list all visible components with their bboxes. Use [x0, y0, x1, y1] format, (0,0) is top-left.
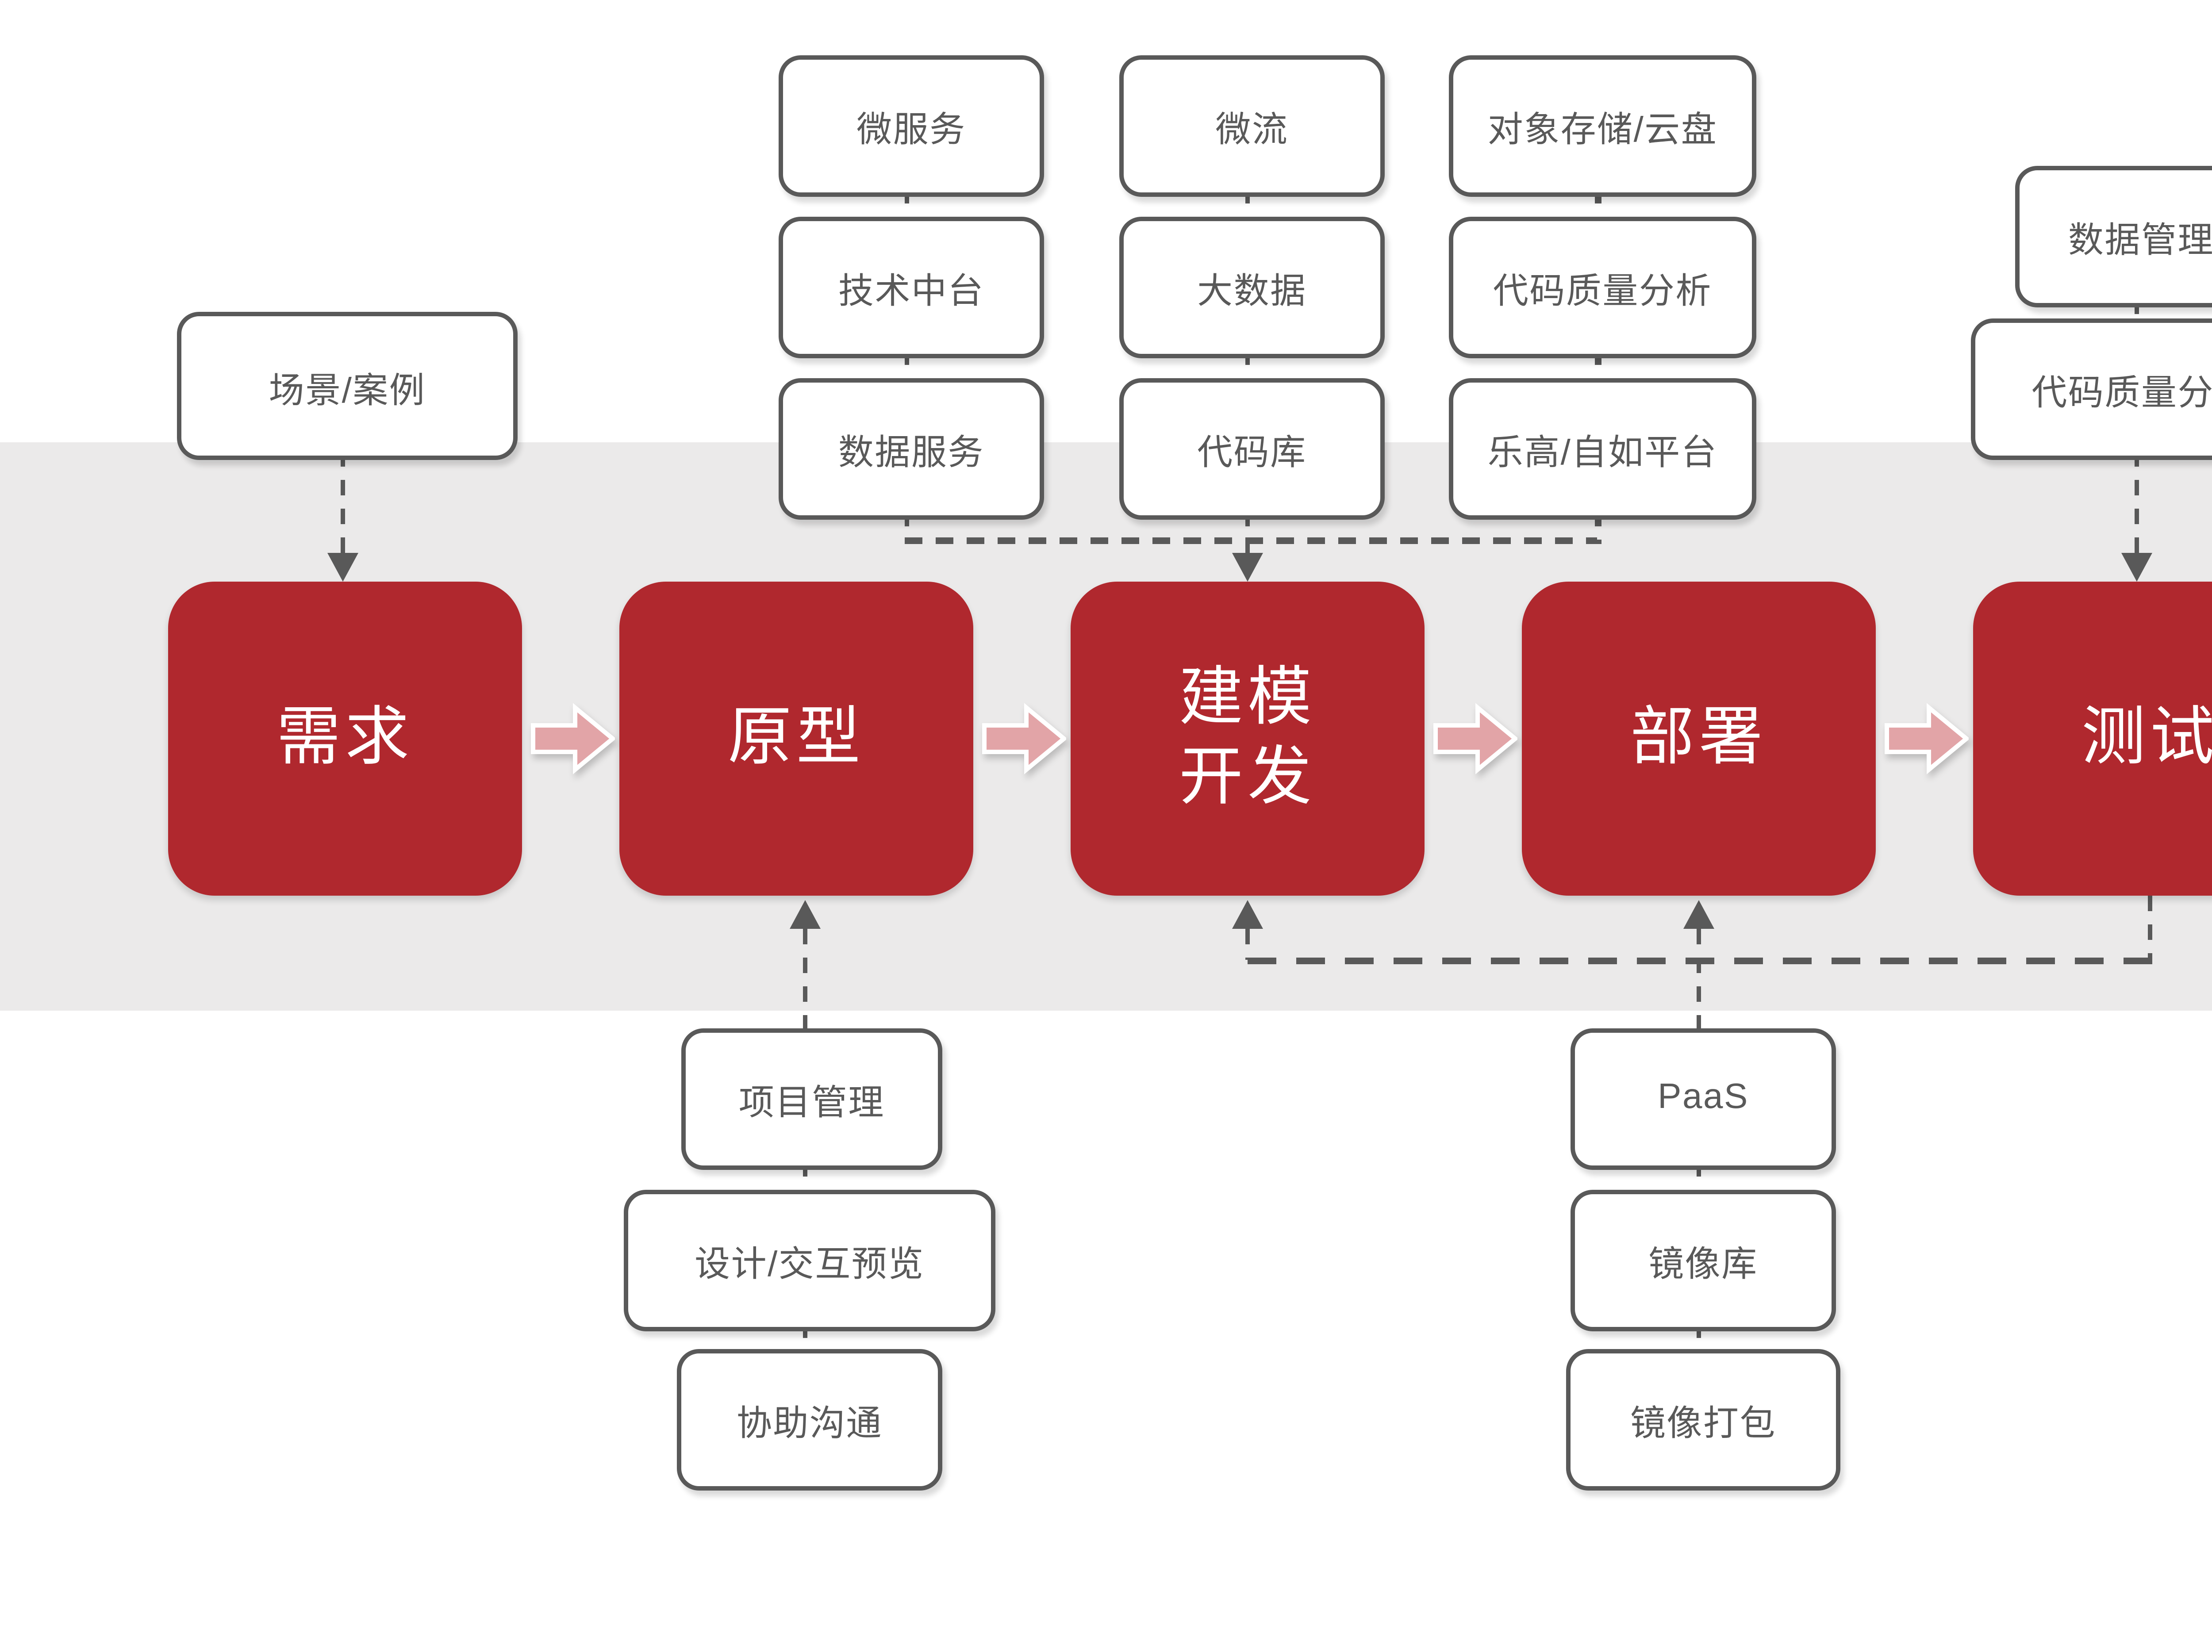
node-code-quality-analysis: 代码质量分析	[1449, 217, 1756, 358]
node-paas-deploy: PaaS	[1571, 1028, 1836, 1170]
dashed-connector	[340, 451, 346, 557]
stage-deploy: 部署	[1522, 582, 1876, 896]
arrowhead-down-icon	[2121, 553, 2152, 582]
dashed-bus-line	[905, 537, 1597, 543]
node-data-services: 数据服务	[779, 378, 1044, 520]
node-collaboration-communication: 协助沟通	[677, 1349, 942, 1491]
flow-arrow-icon	[1885, 701, 1970, 776]
node-project-management: 项目管理	[681, 1028, 942, 1170]
node-microflow: 微流	[1119, 55, 1385, 197]
node-data-management: 数据管理	[2015, 166, 2212, 307]
stage-requirements: 需求	[168, 582, 522, 896]
node-design-interaction-preview: 设计/交互预览	[624, 1190, 995, 1331]
node-lego-ziru-platform: 乐高/自如平台	[1449, 378, 1756, 520]
node-tech-platform: 技术中台	[779, 217, 1044, 358]
node-image-registry-deploy: 镜像库	[1571, 1190, 1836, 1331]
flow-arrow-icon	[982, 701, 1068, 776]
node-microservices: 微服务	[779, 55, 1044, 197]
stage-modeling-dev: 建模 开发	[1071, 582, 1425, 896]
arrowhead-down-icon	[1232, 553, 1263, 582]
dashed-connector	[802, 929, 808, 1028]
node-scenario-case: 场景/案例	[177, 312, 518, 460]
arrowhead-up-icon	[1232, 900, 1263, 929]
arrowhead-down-icon	[327, 553, 358, 582]
node-code-quality-analysis-test: 代码质量分析	[1971, 318, 2212, 460]
dashed-connector	[1244, 929, 1251, 960]
node-image-packaging-deploy: 镜像打包	[1566, 1349, 1840, 1491]
node-object-storage-cloud-disk: 对象存储/云盘	[1449, 55, 1756, 197]
flow-arrow-icon	[1433, 701, 1519, 776]
stage-prototype: 原型	[619, 582, 973, 896]
node-code-repo: 代码库	[1119, 378, 1385, 520]
arrowhead-up-icon	[1683, 900, 1714, 929]
feedback-dashed-line	[1248, 956, 2150, 964]
dashed-connector	[2147, 896, 2153, 964]
dashed-connector	[2134, 451, 2140, 557]
flow-arrow-icon	[531, 701, 616, 776]
dashed-connector	[1696, 929, 1702, 1028]
node-big-data: 大数据	[1119, 217, 1385, 358]
stage-test: 测试	[1973, 582, 2212, 896]
arrowhead-up-icon	[790, 900, 821, 929]
